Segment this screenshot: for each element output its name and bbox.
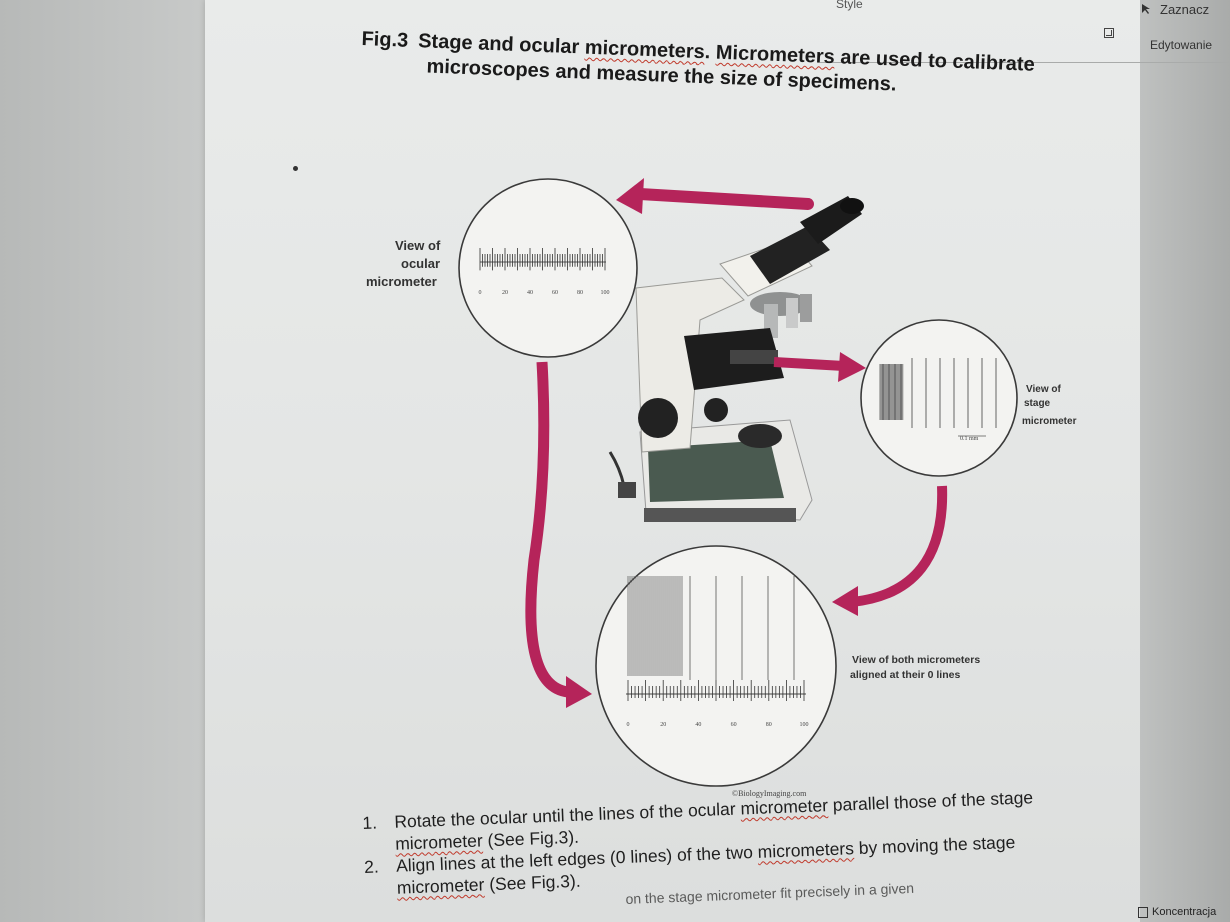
combined-view-circle: 0 20 40 60 80 100	[595, 545, 837, 787]
bullet-mark	[293, 166, 298, 171]
ocular-scale-number: 40	[527, 290, 533, 296]
arrow-stage-to-view	[773, 357, 845, 371]
ocular-view-circle: 0 20 40 60 80 100	[458, 178, 638, 358]
stage-view-label: View of stage micrometer	[1022, 384, 1077, 427]
step-number: 1.	[362, 812, 378, 833]
ocular-scale-number: 80	[577, 290, 583, 296]
step-number: 2.	[363, 856, 380, 877]
document-right-gutter	[1140, 0, 1230, 922]
ocular-view-label: View of ocular micrometer	[366, 238, 444, 289]
ocular-scale-number: 20	[502, 290, 508, 296]
arrow-head	[832, 586, 858, 616]
arrow-eyepiece-to-ocular	[634, 188, 814, 210]
ocular-scale-number: 60	[552, 290, 558, 296]
step-text: by moving the stage	[853, 831, 1016, 859]
image-credit: ©BiologyImaging.com	[732, 789, 807, 798]
ocular-scale-numbers: 0 20 40 60 80 100	[479, 290, 610, 296]
arrow-head	[838, 352, 866, 382]
ribbon-fragment	[820, 0, 1230, 63]
arrow-stage-view-to-combined	[851, 485, 948, 607]
step-text: (See Fig.3).	[482, 826, 580, 851]
combined-scale-number: 100	[800, 722, 809, 728]
combined-view-label: View of both micrometers aligned at thei…	[850, 654, 983, 681]
select-button[interactable]: Zaznacz	[1160, 2, 1210, 17]
combined-scale-number: 40	[695, 722, 701, 728]
flow-arrows	[525, 178, 948, 708]
combined-scale-number: 0	[627, 722, 630, 728]
arrow-ocular-to-combined	[525, 361, 570, 698]
document-left-margin	[0, 0, 210, 922]
ribbon-styles-group-label: Style	[836, 0, 863, 11]
ocular-scale-number: 100	[601, 290, 610, 296]
combined-scale-number: 60	[731, 722, 737, 728]
step-misspelled-word[interactable]: micrometers	[757, 838, 855, 862]
focus-mode-button[interactable]: Koncentracja	[1152, 906, 1217, 918]
cursor-arrow-icon	[1142, 4, 1150, 14]
step-text: (See Fig.3).	[483, 870, 581, 895]
step-misspelled-word[interactable]: micrometer	[396, 874, 485, 898]
combined-scale-numbers: 0 20 40 60 80 100	[627, 722, 809, 728]
ribbon-editing-group-label: Edytowanie	[1150, 38, 1213, 52]
step-misspelled-word[interactable]: micrometer	[740, 795, 829, 819]
ocular-scale-number: 0	[479, 290, 482, 296]
stage-unit-label: 0.1 mm	[960, 436, 979, 442]
ocular-scale-ticks	[479, 248, 606, 271]
arrow-head	[616, 178, 644, 214]
step-misspelled-word[interactable]: micrometer	[394, 830, 484, 854]
combined-scale-ticks	[626, 576, 806, 701]
arrow-head	[566, 676, 592, 708]
focus-mode-icon[interactable]	[1138, 907, 1148, 918]
stage-scale-ticks	[879, 358, 997, 437]
stage-view-circle: 0.1 mm	[860, 319, 1018, 477]
combined-scale-number: 20	[660, 722, 666, 728]
combined-scale-number: 80	[766, 722, 772, 728]
dialog-launcher-icon[interactable]	[1104, 28, 1114, 38]
microscope-illustration	[608, 196, 864, 522]
